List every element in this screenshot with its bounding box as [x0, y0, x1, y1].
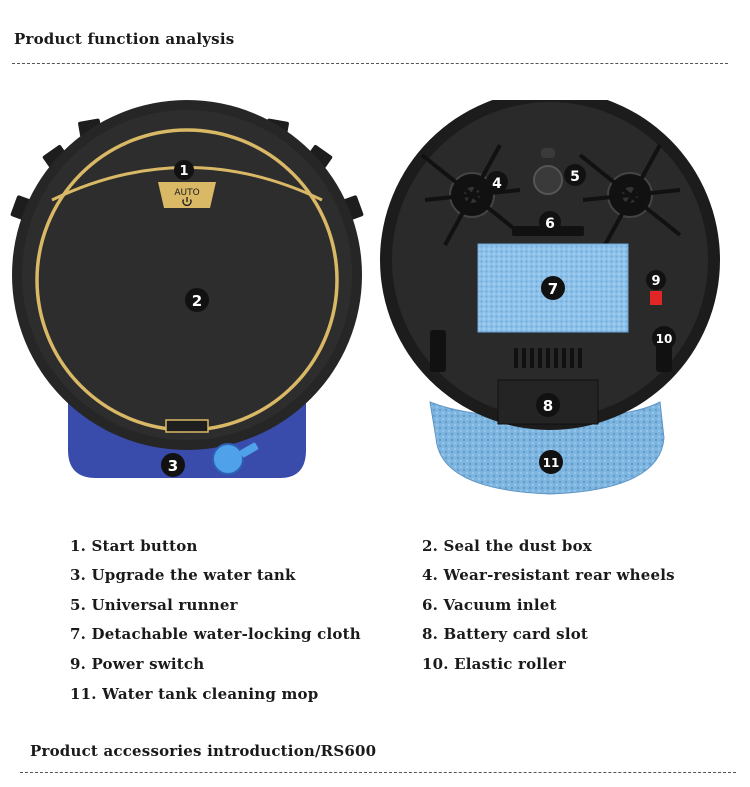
callout-9: 9 — [646, 270, 666, 290]
feature-item-6: 6. Vacuum inlet — [422, 596, 557, 614]
svg-text:4: 4 — [492, 176, 502, 192]
callout-5: 5 — [564, 164, 586, 186]
callout-2: 2 — [185, 288, 209, 312]
water-tank-lid — [212, 443, 244, 475]
product-figure: AUTO 1 2 3 — [10, 100, 720, 495]
feature-item-7: 7. Detachable water-locking cloth — [70, 625, 361, 643]
feature-item-2: 2. Seal the dust box — [422, 537, 592, 555]
callout-8: 8 — [536, 393, 560, 417]
svg-text:7: 7 — [548, 280, 558, 298]
callout-3: 3 — [161, 453, 185, 477]
top-divider — [12, 63, 728, 64]
callout-10: 10 — [652, 326, 676, 350]
feature-item-8: 8. Battery card slot — [422, 625, 589, 643]
feature-item-1: 1. Start button — [70, 537, 198, 555]
accessories-title: Product accessories introduction/RS600 — [30, 742, 377, 760]
robot-bottom-view: 4 5 6 7 9 10 8 11 — [380, 100, 720, 495]
left-side-brush — [420, 144, 524, 246]
page-title: Product function analysis — [14, 30, 235, 48]
left-wheel — [430, 330, 446, 372]
right-side-brush — [578, 144, 682, 246]
feature-item-9: 9. Power switch — [70, 655, 205, 673]
vent-grille — [514, 348, 582, 368]
feature-item-10: 10. Elastic roller — [422, 655, 566, 673]
svg-text:1: 1 — [179, 164, 188, 179]
callout-4: 4 — [486, 171, 508, 193]
svg-text:2: 2 — [192, 292, 202, 310]
auto-button[interactable] — [158, 182, 216, 208]
auto-label: AUTO — [174, 188, 199, 198]
feature-item-11: 11. Water tank cleaning mop — [70, 685, 319, 703]
svg-text:5: 5 — [570, 169, 580, 185]
svg-text:9: 9 — [651, 274, 660, 289]
callout-1: 1 — [174, 160, 194, 180]
feature-item-3: 3. Upgrade the water tank — [70, 566, 296, 584]
callout-6: 6 — [539, 211, 561, 233]
svg-text:6: 6 — [545, 216, 555, 232]
feature-item-4: 4. Wear-resistant rear wheels — [422, 566, 675, 584]
callout-7: 7 — [541, 276, 565, 300]
svg-text:3: 3 — [168, 457, 178, 475]
feature-item-5: 5. Universal runner — [70, 596, 238, 614]
bottom-divider — [20, 772, 736, 773]
svg-text:10: 10 — [656, 332, 673, 346]
universal-runner — [533, 165, 563, 195]
robot-top-view: AUTO 1 2 3 — [10, 100, 364, 478]
svg-text:8: 8 — [543, 397, 553, 415]
power-switch[interactable] — [650, 291, 662, 305]
svg-text:11: 11 — [543, 456, 560, 470]
callout-11: 11 — [539, 450, 563, 474]
power-icon — [182, 197, 192, 207]
